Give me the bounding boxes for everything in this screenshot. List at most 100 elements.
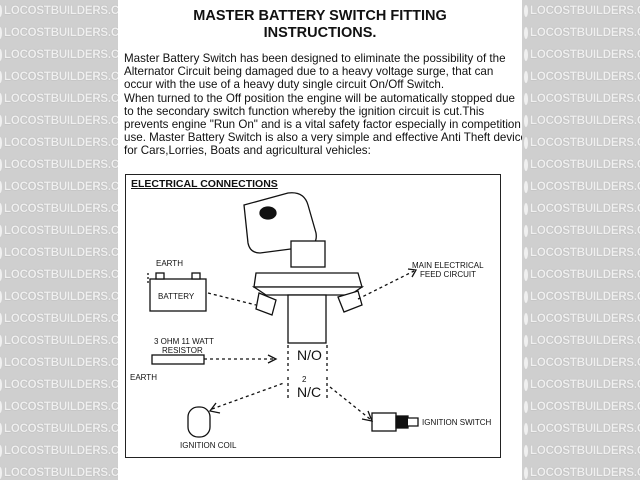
title-line-1: MASTER BATTERY SWITCH FITTING (193, 8, 447, 24)
watermark-text: LOCOSTBUILDERS.CO.UK (524, 352, 640, 374)
label-nc: N/C (297, 384, 322, 400)
master-switch-icon (243, 192, 365, 344)
watermark-text: LOCOSTBUILDERS.CO.UK (0, 462, 118, 480)
watermark-text: LOCOSTBUILDERS.CO.UK (524, 88, 640, 110)
watermark-text: LOCOSTBUILDERS.CO.UK (524, 242, 640, 264)
body-line: use. Master Battery Switch is also a ver… (124, 131, 522, 145)
watermark-text: LOCOSTBUILDERS.CO.UK (524, 396, 640, 418)
resistor-icon (151, 354, 278, 365)
label-resistor-line-1: 3 OHM 11 WATT (154, 337, 214, 346)
body-line: occur with the use of a heavy duty singl… (124, 78, 445, 92)
wiring-diagram-drawing (147, 192, 419, 438)
watermark-text: LOCOSTBUILDERS.CO.UK (524, 44, 640, 66)
watermark-logo-icon (0, 357, 2, 369)
title-line-2: INSTRUCTIONS. (263, 25, 377, 41)
watermark-text: LOCOSTBUILDERS.CO.UK (0, 176, 118, 198)
watermark-text: LOCOSTBUILDERS.CO.UK (0, 110, 118, 132)
wiring-diagram: ELECTRICAL CONNECTIONS (125, 174, 501, 458)
watermark-logo-icon (524, 5, 528, 17)
watermark-logo-icon (0, 467, 2, 479)
watermark-logo-icon (524, 357, 528, 369)
battery-icon (149, 272, 207, 312)
watermark-logo-icon (0, 423, 2, 435)
watermark-text: LOCOSTBUILDERS.CO.UK (0, 66, 118, 88)
watermark-logo-icon (0, 49, 2, 61)
body-line: When turned to the Off position the engi… (124, 91, 516, 105)
watermark-logo-icon (0, 313, 2, 325)
watermark-text: LOCOSTBUILDERS.CO.UK (524, 154, 640, 176)
watermark-text: LOCOSTBUILDERS.CO.UK (524, 418, 640, 440)
watermark-logo-icon (524, 379, 528, 391)
watermark-logo-icon (0, 137, 2, 149)
watermark-text: LOCOSTBUILDERS.CO.UK (524, 330, 640, 352)
watermark-text: LOCOSTBUILDERS.CO.UK (524, 440, 640, 462)
watermark-logo-icon (524, 445, 528, 457)
watermark-text: LOCOSTBUILDERS.CO.UK (0, 330, 118, 352)
watermark-logo-icon (524, 291, 528, 303)
watermark-logo-icon (0, 225, 2, 237)
watermark-logo-icon (0, 159, 2, 171)
watermark-text: LOCOSTBUILDERS.CO.UK (524, 374, 640, 396)
watermark-logo-icon (0, 291, 2, 303)
watermark-logo-icon (524, 93, 528, 105)
watermark-logo-icon (524, 269, 528, 281)
watermark-text: LOCOSTBUILDERS.CO.UK (0, 132, 118, 154)
watermark-logo-icon (524, 423, 528, 435)
watermark-text: LOCOSTBUILDERS.CO.UK (0, 154, 118, 176)
watermark-logo-icon (524, 27, 528, 39)
watermark-text: LOCOSTBUILDERS.CO.UK (0, 308, 118, 330)
diagram-heading: ELECTRICAL CONNECTIONS (131, 178, 278, 190)
watermark-logo-icon (524, 467, 528, 479)
label-ignition-switch: IGNITION SWITCH (422, 418, 492, 427)
document-title: MASTER BATTERY SWITCH FITTING INSTRUCTIO… (118, 8, 522, 42)
watermark-logo-icon (0, 71, 2, 83)
body-line: Master Battery Switch has been designed … (124, 52, 506, 65)
watermark-logo-icon (524, 137, 528, 149)
watermark-text: LOCOSTBUILDERS.CO.UK (0, 352, 118, 374)
watermark-text: LOCOSTBUILDERS.CO.UK (524, 198, 640, 220)
body-line: for Cars,Lorries, Boats and agricultural… (124, 144, 371, 158)
watermark-logo-icon (524, 225, 528, 237)
watermark-text: LOCOSTBUILDERS.CO.UK (524, 110, 640, 132)
watermark-text: LOCOSTBUILDERS.CO.UK (524, 176, 640, 198)
watermark-logo-icon (0, 5, 2, 17)
body-line: to the secondary switch function whereby… (124, 104, 485, 118)
watermark-logo-icon (524, 203, 528, 215)
watermark-text: LOCOSTBUILDERS.CO.UK (524, 286, 640, 308)
watermark-text: LOCOSTBUILDERS.CO.UK (0, 198, 118, 220)
watermark-text: LOCOSTBUILDERS.CO.UK (0, 440, 118, 462)
watermark-text: LOCOSTBUILDERS.CO.UK (0, 242, 118, 264)
watermark-text: LOCOSTBUILDERS.CO.UK (0, 44, 118, 66)
watermark-logo-icon (0, 247, 2, 259)
watermark-text: LOCOSTBUILDERS.CO.UK (0, 418, 118, 440)
watermark-logo-icon (524, 335, 528, 347)
label-no: N/O (297, 347, 322, 363)
label-feed-line-2: FEED CIRCUIT (420, 270, 476, 279)
body-line: Alternator Circuit being damaged due to … (124, 65, 494, 79)
watermark-left: LOCOSTBUILDERS.CO.UKLOCOSTBUILDERS.CO.UK… (0, 0, 118, 480)
watermark-logo-icon (0, 269, 2, 281)
watermark-text: LOCOSTBUILDERS.CO.UK (524, 0, 640, 22)
watermark-text: LOCOSTBUILDERS.CO.UK (524, 462, 640, 480)
label-resistor-line-2: RESISTOR (162, 346, 203, 355)
watermark-logo-icon (0, 93, 2, 105)
label-earth-top: EARTH (156, 259, 183, 268)
watermark-text: LOCOSTBUILDERS.CO.UK (524, 264, 640, 286)
watermark-text: LOCOSTBUILDERS.CO.UK (0, 88, 118, 110)
watermark-logo-icon (524, 71, 528, 83)
label-feed-line-1: MAIN ELECTRICAL (412, 261, 484, 270)
watermark-logo-icon (524, 159, 528, 171)
watermark-logo-icon (0, 379, 2, 391)
body-paragraph: Master Battery Switch has been designed … (124, 52, 522, 158)
ignition-key-icon (329, 386, 419, 432)
watermark-text: LOCOSTBUILDERS.CO.UK (0, 396, 118, 418)
watermark-logo-icon (0, 203, 2, 215)
label-nc-number: 2 (302, 375, 307, 384)
ignition-coil-icon (187, 382, 285, 438)
watermark-text: LOCOSTBUILDERS.CO.UK (0, 374, 118, 396)
watermark-text: LOCOSTBUILDERS.CO.UK (0, 0, 118, 22)
watermark-text: LOCOSTBUILDERS.CO.UK (0, 22, 118, 44)
watermark-logo-icon (524, 313, 528, 325)
watermark-logo-icon (524, 247, 528, 259)
watermark-text: LOCOSTBUILDERS.CO.UK (524, 308, 640, 330)
